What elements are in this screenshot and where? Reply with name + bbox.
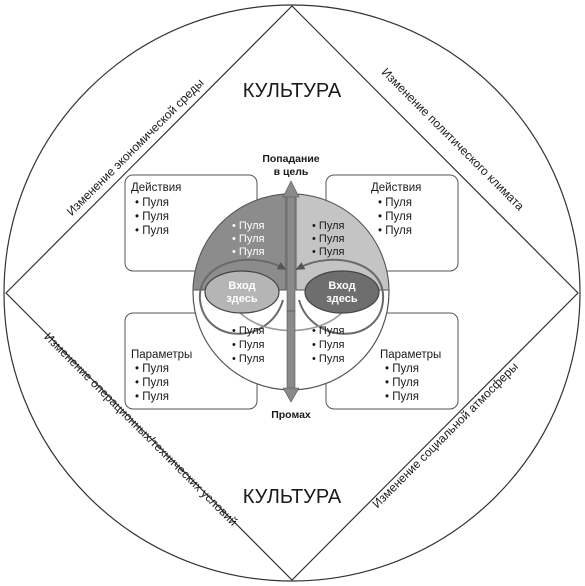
loop-curve-left xyxy=(198,258,287,335)
box-actions-left-item: • Пуля xyxy=(135,225,169,237)
miss-arrow-shaft xyxy=(286,310,296,390)
box-params-left-title: Параметры xyxy=(131,349,192,361)
culture-title-top: КУЛЬТУРА xyxy=(243,80,342,102)
culture-title-bottom: КУЛЬТУРА xyxy=(243,486,342,508)
box-params-left-item: • Пуля xyxy=(135,363,169,375)
inner-top-right-item: • Пуля xyxy=(312,233,344,245)
inner-top-right-item: • Пуля xyxy=(312,246,344,258)
box-actions-right-item: • Пуля xyxy=(378,197,412,209)
entry-left-line1: Вход xyxy=(228,280,255,292)
inner-top-right-item: • Пуля xyxy=(312,220,344,232)
inner-top-left-item: • Пуля xyxy=(232,246,264,258)
inner-bottom-right-item: • Пуля xyxy=(312,353,344,365)
entry-right-line1: Вход xyxy=(328,280,355,292)
box-actions-right-item: • Пуля xyxy=(378,225,412,237)
inner-bottom-left-item: • Пуля xyxy=(232,325,264,337)
hit-label-line2: в цель xyxy=(274,166,309,178)
box-actions-left-item: • Пуля xyxy=(135,211,169,223)
hit-arrow-head xyxy=(282,180,300,198)
box-actions-right-title: Действия xyxy=(371,182,421,194)
hit-label-line1: Попадание xyxy=(262,153,319,165)
box-params-right-title: Параметры xyxy=(380,349,441,361)
inner-top-left-item: • Пуля xyxy=(232,233,264,245)
entry-right-line2: здесь xyxy=(326,293,358,305)
box-actions-right-item: • Пуля xyxy=(378,211,412,223)
inner-top-left-item: • Пуля xyxy=(232,220,264,232)
box-actions-left-item: • Пуля xyxy=(135,197,169,209)
sector-light xyxy=(295,193,390,291)
entry-ellipse-left xyxy=(204,270,280,314)
miss-arrow-head xyxy=(282,387,300,403)
box-params-left-item: • Пуля xyxy=(135,377,169,389)
inner-bottom-right-item: • Пуля xyxy=(312,325,344,337)
inner-bottom-left-item: • Пуля xyxy=(232,339,264,351)
hit-arrow-shaft xyxy=(286,195,296,312)
box-params-right-item: • Пуля xyxy=(385,377,419,389)
box-params-right-item: • Пуля xyxy=(385,363,419,375)
box-actions-left-title: Действия xyxy=(131,182,181,194)
sector-dark xyxy=(192,193,287,291)
inner-bottom-left-item: • Пуля xyxy=(232,353,264,365)
box-params-left-item: • Пуля xyxy=(135,391,169,403)
miss-label: Промах xyxy=(271,409,311,421)
entry-ellipse-right xyxy=(304,270,380,314)
entry-left-line2: здесь xyxy=(226,293,258,305)
loop-curve-right xyxy=(295,258,385,335)
box-params-right-item: • Пуля xyxy=(385,391,419,403)
inner-bottom-right-item: • Пуля xyxy=(312,339,344,351)
